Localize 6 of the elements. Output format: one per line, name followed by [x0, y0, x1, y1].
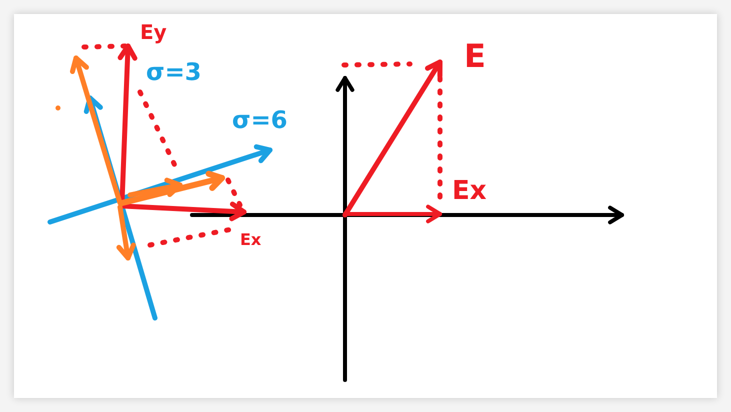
vector-label: Ex: [452, 178, 487, 204]
vector-label: σ=6: [232, 108, 288, 132]
vector-label: σ=3: [146, 60, 202, 84]
vector-label: E: [464, 40, 486, 72]
vector-label: Ex: [240, 232, 262, 248]
vector-label: Ey: [140, 22, 167, 42]
